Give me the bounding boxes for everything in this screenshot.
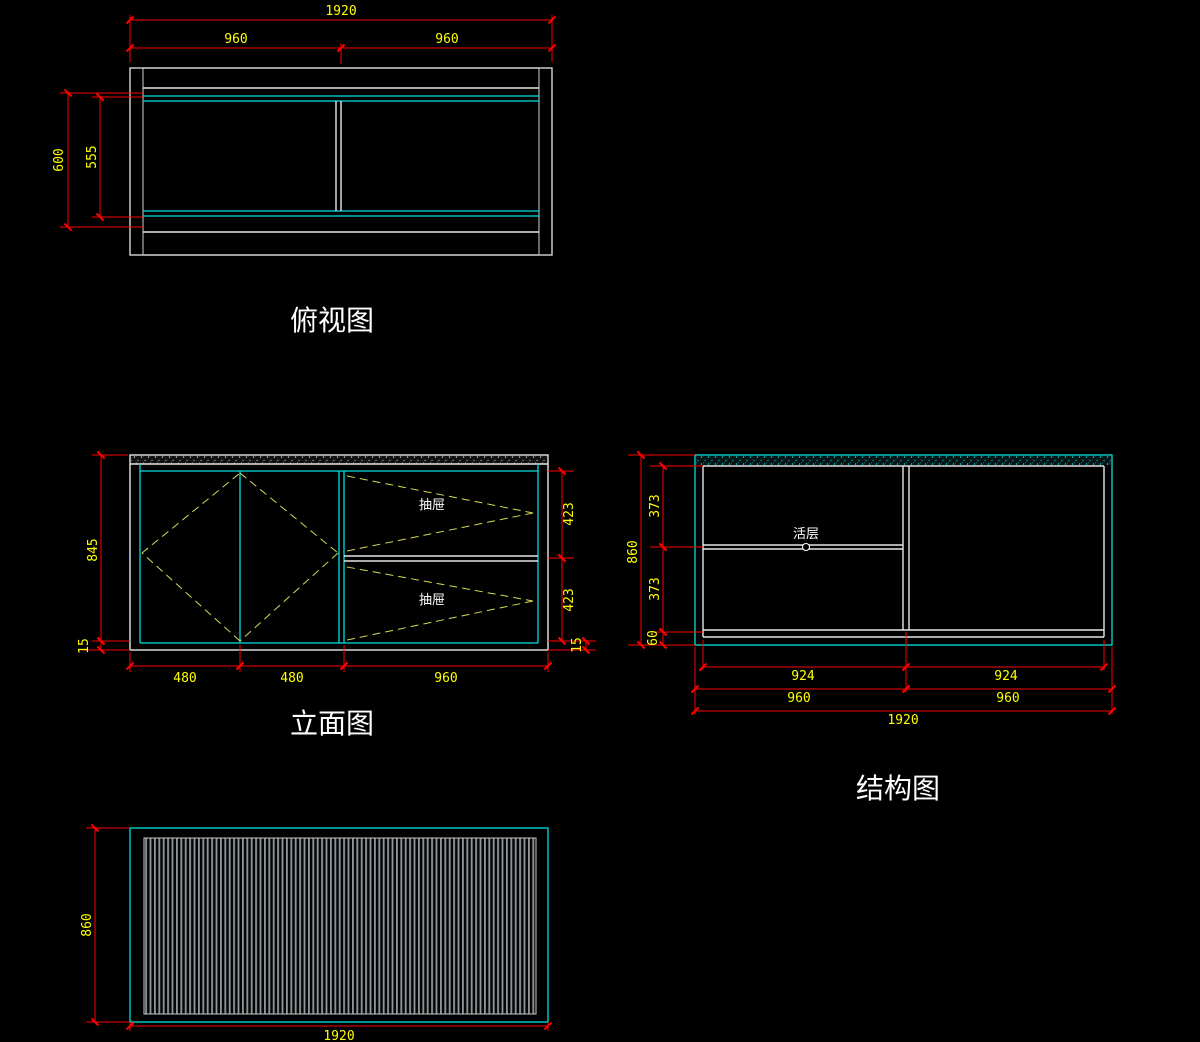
structure-dim-height: 860 (626, 540, 641, 563)
shelf-pin-symbol (802, 543, 810, 551)
top-view-dim-depth: 600 (52, 148, 67, 171)
top-view-title: 俯视图 (290, 305, 374, 337)
shelf-label: 活层 (793, 526, 819, 541)
drawer-label-top: 抽屉 (419, 497, 445, 512)
top-view: 1920 960 960 600 555 俯视图 (52, 4, 557, 337)
top-view-right-end-panel (538, 67, 553, 256)
top-view-dim-left-half: 960 (224, 32, 247, 47)
elevation-dim-base-right: 15 (570, 637, 585, 653)
drawer-label-bottom: 抽屉 (419, 592, 445, 607)
back-panel-dimensions: 860 1920 (80, 823, 553, 1042)
elevation-dim-door1: 480 (173, 671, 196, 686)
elevation-top-rail (131, 456, 547, 464)
top-view-left-end-panel (129, 67, 144, 256)
elevation-dimensions: 845 15 423 423 15 480 480 960 (77, 450, 596, 686)
elevation-dim-drawer-width: 960 (434, 671, 457, 686)
elevation-title: 立面图 (290, 708, 374, 740)
elevation-dim-drawer1: 423 (562, 502, 577, 525)
top-view-outline (129, 67, 553, 256)
elevation-outline (129, 454, 549, 651)
back-panel-dim-width: 1920 (323, 1029, 354, 1042)
structure-outline (694, 454, 1113, 646)
back-panel-view: 860 1920 (80, 823, 553, 1042)
structure-dim-bay2: 924 (994, 669, 1018, 684)
structure-dim-bay1: 924 (791, 669, 815, 684)
structure-top-rail (696, 456, 1111, 465)
structure-dim-shelf-upper: 373 (648, 494, 663, 517)
top-view-dim-right-half: 960 (435, 32, 458, 47)
elevation-view: 抽屉 抽屉 845 15 423 423 15 (77, 450, 596, 740)
top-view-dim-total-width: 1920 (325, 4, 356, 19)
elevation-dim-base-left: 15 (77, 638, 92, 654)
structure-dim-shelf-lower: 373 (648, 577, 663, 600)
structure-dim-half1: 960 (787, 691, 810, 706)
structure-dim-total: 1920 (887, 713, 918, 728)
elevation-dim-door2: 480 (280, 671, 303, 686)
structure-dim-base: 60 (646, 630, 661, 646)
structure-title: 结构图 (856, 773, 940, 805)
top-view-dim-inner-depth: 555 (85, 145, 100, 168)
top-view-dimensions: 1920 960 960 600 555 (52, 4, 557, 232)
structure-dim-half2: 960 (996, 691, 1019, 706)
structure-view: 活层 860 373 373 60 924 924 (626, 450, 1117, 805)
elevation-dim-drawer2: 423 (562, 588, 577, 611)
elevation-hidden-lines (141, 472, 534, 642)
elevation-dim-height: 845 (86, 538, 101, 561)
structure-dimensions: 860 373 373 60 924 924 960 960 1920 (626, 450, 1117, 728)
back-panel-hatch (143, 837, 537, 1015)
back-panel-dim-height: 860 (80, 913, 95, 936)
